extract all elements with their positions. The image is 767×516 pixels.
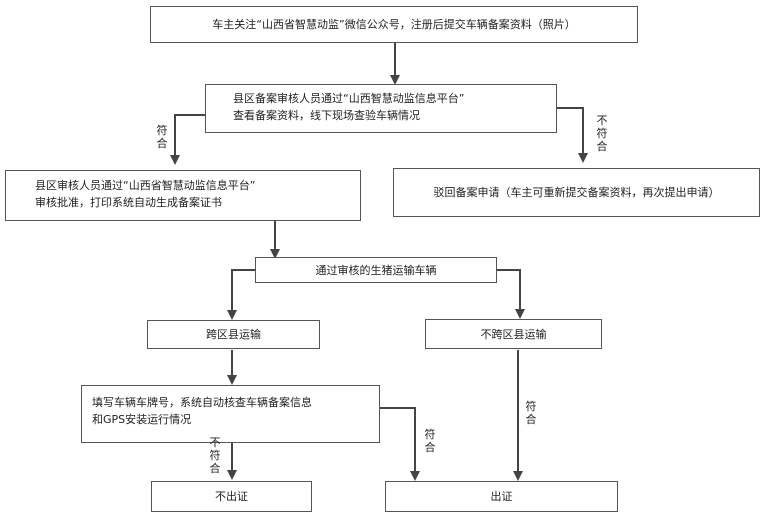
- step-review-line1: 县区备案审核人员通过“山西智慧动监信息平台”: [233, 92, 465, 105]
- step-non-cross-county: 不跨区县运输: [425, 319, 602, 349]
- label-review-fail: 不符合: [596, 114, 608, 153]
- step-fill-plate: 填写车辆车牌号，系统自动核查车辆备案信息 和GPS安装运行情况: [81, 385, 380, 443]
- step-cross-county-text: 跨区县运输: [206, 328, 261, 341]
- step-register-submit-text: 车主关注“山西省智慧动监”微信公众号，注册后提交车辆备案资料（照片）: [212, 18, 576, 31]
- arrow-vehicles-to-noncross: [497, 269, 525, 319]
- arrow-vehicles-to-cross: [227, 269, 255, 320]
- step-register-submit: 车主关注“山西省智慧动监”微信公众号，注册后提交车辆备案资料（照片）: [150, 6, 638, 43]
- step-review-line2: 查看备案资料，线下现场查验车辆情况: [233, 109, 420, 122]
- step-fill-plate-line2: 和GPS安装运行情况: [92, 413, 192, 426]
- step-reject-text: 驳回备案申请（车主可重新提交备案资料，再次提出申请）: [433, 186, 720, 199]
- step-cross-county: 跨区县运输: [147, 320, 320, 349]
- result-issue-certificate-text: 出证: [490, 490, 513, 503]
- step-approved-vehicles: 通过审核的生猪运输车辆: [255, 257, 497, 283]
- label-noncross-pass: 符合: [525, 400, 537, 426]
- result-issue-certificate: 出证: [385, 481, 618, 512]
- step-reject: 驳回备案申请（车主可重新提交备案资料，再次提出申请）: [393, 168, 760, 217]
- step-approve-line1: 县区审核人员通过“山西省智慧动监信息平台”: [35, 179, 256, 192]
- step-approve-line2: 审核批准，打印系统自动生成备案证书: [35, 196, 222, 209]
- arrow-review-to-approve: [170, 114, 205, 165]
- label-fill-fail: 不符合: [209, 436, 221, 475]
- arrow-review-to-reject: [555, 107, 588, 163]
- step-approve: 县区审核人员通过“山西省智慧动监信息平台” 审核批准，打印系统自动生成备案证书: [5, 170, 361, 221]
- label-review-pass: 符合: [156, 124, 168, 150]
- step-fill-plate-line1: 填写车辆车牌号，系统自动核查车辆备案信息: [92, 396, 312, 409]
- result-no-certificate-text: 不出证: [215, 490, 248, 503]
- label-fill-pass: 符合: [424, 428, 436, 454]
- arrow-fill-to-cert: [380, 407, 420, 481]
- result-no-certificate: 不出证: [151, 481, 312, 512]
- step-review: 县区备案审核人员通过“山西智慧动监信息平台” 查看备案资料，线下现场查验车辆情况: [205, 84, 557, 133]
- step-approved-vehicles-text: 通过审核的生猪运输车辆: [315, 263, 437, 277]
- step-non-cross-county-text: 不跨区县运输: [480, 327, 547, 341]
